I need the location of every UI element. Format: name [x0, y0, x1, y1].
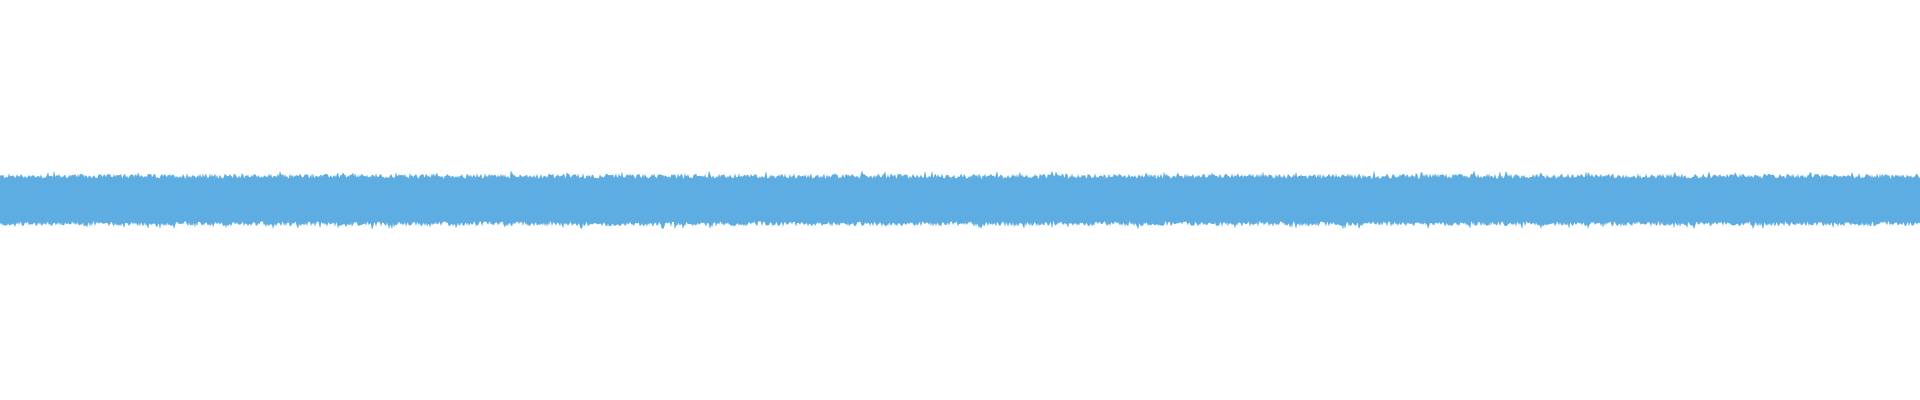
waveform-shape [0, 170, 1920, 230]
